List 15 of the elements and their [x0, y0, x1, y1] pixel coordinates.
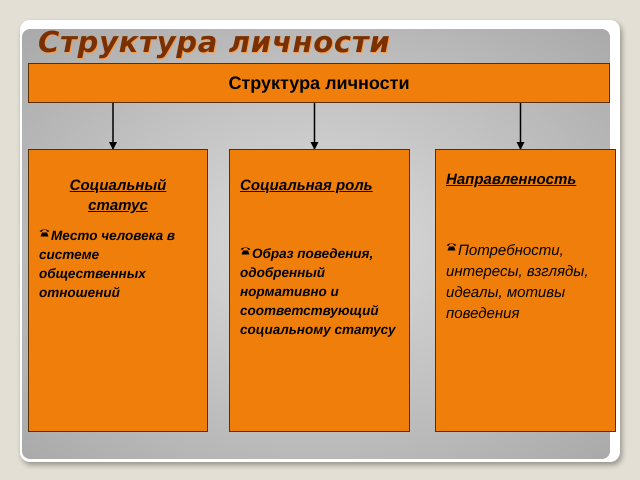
box-heading: Направленность — [446, 170, 578, 190]
slide-title: Структура личности — [38, 24, 390, 60]
category-box — [229, 149, 410, 432]
box-description: Место человека в системе общественных отношений — [39, 227, 176, 302]
box-heading: Социальный статус — [68, 176, 168, 216]
box-description: Образ поведения, одобренный нормативно и соответствующий социальному статусу — [240, 245, 397, 339]
category-box — [28, 149, 208, 432]
box-heading: Социальная роль — [240, 176, 374, 196]
arrow — [516, 103, 524, 150]
box-description: Потребности, интересы, взгляды, идеалы, мотивы поведения — [446, 241, 590, 324]
arrow — [109, 103, 117, 150]
root-box — [28, 63, 610, 103]
category-box — [435, 149, 616, 432]
arrow — [310, 103, 318, 150]
box-heading: Структура личности — [228, 72, 410, 95]
